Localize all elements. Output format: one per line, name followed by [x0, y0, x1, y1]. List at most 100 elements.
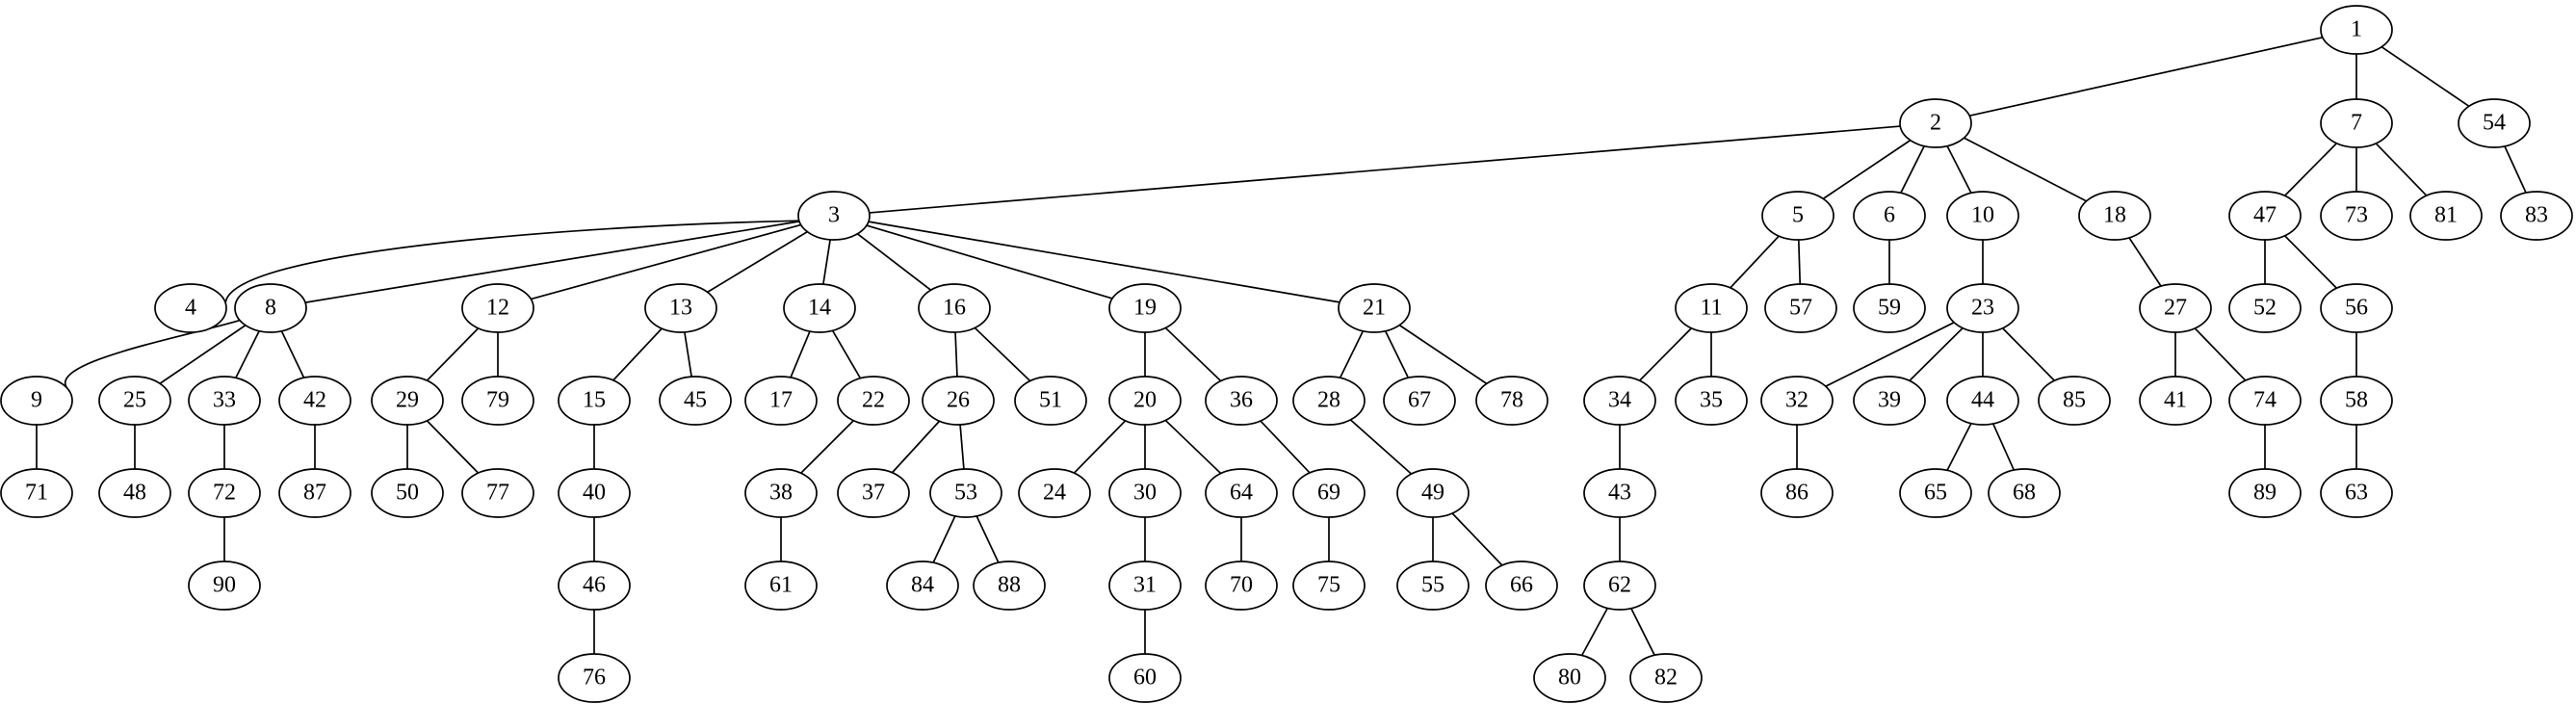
node-ellipse [973, 561, 1046, 611]
node-label: 66 [1510, 573, 1533, 598]
node-ellipse [1292, 376, 1366, 426]
node-28: 28 [1292, 376, 1366, 426]
edge-8-9 [64, 319, 241, 389]
node-64: 64 [1205, 468, 1278, 518]
node-label: 44 [1971, 388, 1994, 413]
node-label: 23 [1971, 296, 1994, 321]
node-label: 6 [1884, 203, 1895, 228]
node-label: 73 [2345, 203, 2368, 228]
node-label: 55 [1421, 573, 1444, 598]
node-32: 32 [1760, 376, 1834, 426]
node-ellipse [2320, 191, 2393, 241]
node-label: 84 [911, 573, 934, 598]
edge-3-8 [304, 221, 800, 303]
node-label: 63 [2345, 481, 2368, 506]
node-43: 43 [1583, 468, 1656, 518]
node-ellipse [371, 468, 444, 518]
edge-44-65 [1946, 423, 1972, 471]
node-44: 44 [1946, 376, 2019, 426]
edge-18-27 [2128, 237, 2162, 287]
node-ellipse [1108, 561, 1182, 611]
node-56: 56 [2320, 283, 2393, 333]
node-18: 18 [2078, 191, 2151, 241]
node-ellipse [461, 283, 534, 333]
node-31: 31 [1108, 561, 1182, 611]
node-66: 66 [1485, 561, 1558, 611]
node-ellipse [1899, 98, 1972, 148]
node-65: 65 [1899, 468, 1972, 518]
node-ellipse [918, 283, 991, 333]
node-label: 60 [1133, 665, 1157, 691]
node-26: 26 [922, 376, 995, 426]
node-ellipse [2228, 376, 2302, 426]
node-label: 17 [769, 388, 793, 413]
edges-layer [36, 36, 2527, 656]
node-90: 90 [188, 561, 261, 611]
node-ellipse [371, 376, 444, 426]
node-label: 69 [1317, 481, 1340, 506]
node-label: 51 [1039, 388, 1062, 413]
node-36: 36 [1205, 376, 1278, 426]
node-ellipse [1583, 561, 1656, 611]
node-53: 53 [929, 468, 1002, 518]
edge-7-81 [2375, 143, 2428, 196]
node-34: 34 [1583, 376, 1656, 426]
edge-53-84 [932, 515, 956, 563]
node-81: 81 [2409, 191, 2483, 241]
node-ellipse [2500, 191, 2573, 241]
node-label: 26 [947, 388, 970, 413]
node-39: 39 [1853, 376, 1926, 426]
edge-54-83 [2504, 145, 2527, 194]
node-ellipse [837, 376, 910, 426]
edge-3-4 [224, 220, 799, 303]
node-ellipse [659, 376, 732, 426]
node-label: 78 [1500, 388, 1523, 413]
node-ellipse [1629, 653, 1703, 703]
node-label: 36 [1230, 388, 1253, 413]
node-ellipse [1383, 376, 1456, 426]
node-label: 76 [583, 665, 606, 691]
node-79: 79 [461, 376, 534, 426]
node-57: 57 [1764, 283, 1837, 333]
edge-2-18 [1964, 137, 2087, 202]
node-67: 67 [1383, 376, 1456, 426]
node-8: 8 [234, 283, 307, 333]
node-label: 68 [2013, 481, 2036, 506]
node-10: 10 [1946, 191, 2019, 241]
node-ellipse [2139, 283, 2212, 333]
node-label: 8 [265, 296, 276, 321]
node-label: 42 [303, 388, 326, 413]
node-85: 85 [2038, 376, 2111, 426]
node-ellipse [837, 468, 910, 518]
node-61: 61 [744, 561, 818, 611]
node-label: 87 [303, 481, 326, 506]
node-27: 27 [2139, 283, 2212, 333]
node-ellipse [797, 191, 871, 241]
node-label: 64 [1230, 481, 1253, 506]
node-label: 16 [943, 296, 966, 321]
node-label: 2 [1930, 111, 1941, 136]
node-6: 6 [1853, 191, 1926, 241]
node-label: 45 [684, 388, 707, 413]
edge-23-39 [1909, 327, 1964, 381]
edge-21-28 [1339, 330, 1365, 378]
node-7: 7 [2320, 98, 2393, 148]
node-ellipse [1946, 376, 2019, 426]
node-label: 32 [1785, 388, 1808, 413]
node-51: 51 [1014, 376, 1087, 426]
node-label: 47 [2253, 203, 2277, 228]
node-ellipse [1014, 376, 1087, 426]
node-label: 62 [1608, 573, 1631, 598]
edge-13-15 [612, 327, 663, 381]
node-label: 39 [1878, 388, 1901, 413]
node-ellipse [0, 468, 73, 518]
node-ellipse [558, 376, 631, 426]
node-ellipse [744, 468, 818, 518]
node-42: 42 [278, 376, 351, 426]
node-ellipse [886, 561, 959, 611]
node-ellipse [278, 468, 351, 518]
node-ellipse [1338, 283, 1411, 333]
node-label: 30 [1133, 481, 1157, 506]
node-20: 20 [1108, 376, 1182, 426]
